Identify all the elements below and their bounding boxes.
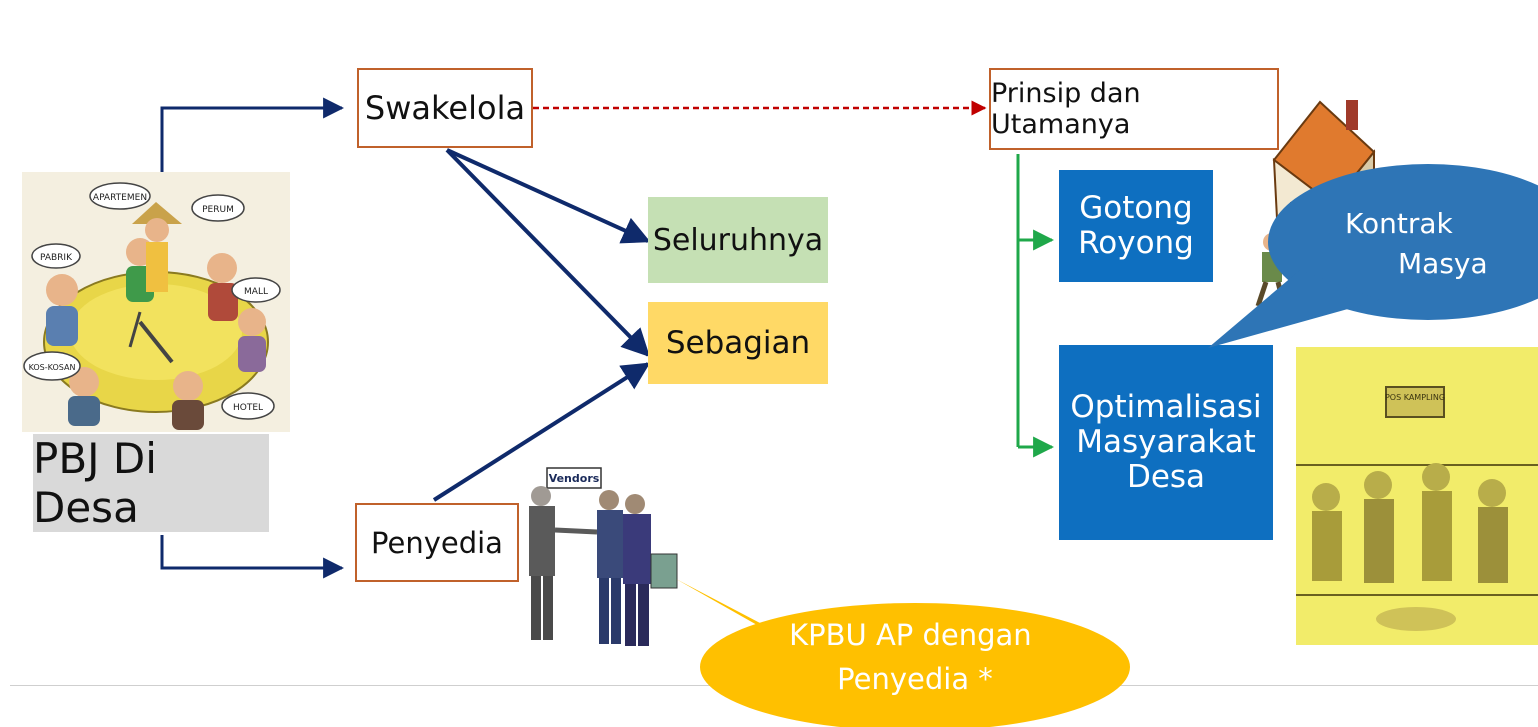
bubble-pabrik: PABRIK [40,253,73,263]
village-meeting-illustration: APARTEMEN PERUM PABRIK MALL KOS-KOSAN HO… [22,172,290,432]
bubble-mall: MALL [244,287,268,297]
node-swakelola[interactable]: Swakelola [357,68,533,148]
node-seluruhnya[interactable]: Seluruhnya [648,197,828,283]
callout-kpbu-line-1: KPBU AP dengan [789,618,1032,652]
callout-kpbu-line-2: Penyedia * [837,662,993,696]
vendors-sign-text: Vendors [549,472,600,485]
callout-kpbu: KPBU AP dengan Penyedia * [676,579,1130,727]
pos-kampling-illustration: POS KAMPLING [1296,347,1538,645]
node-sebagian[interactable]: Sebagian [648,302,828,384]
bubble-kos-kosan: KOS-KOSAN [29,363,76,372]
vendors-illustration: Vendors [529,467,678,646]
node-penyedia[interactable]: Penyedia [355,503,519,582]
arrow-root-to-penyedia [160,535,345,579]
node-gotong-royong[interactable]: Gotong Royong [1059,170,1213,282]
village-meeting-cartoon: APARTEMEN PERUM PABRIK MALL KOS-KOSAN HO… [22,172,290,432]
root-label-pbj-di-desa: PBJ Di Desa [33,434,269,532]
pos-kampling-sign: POS KAMPLING [1385,393,1445,402]
node-optimalisasi-masyarakat-desa[interactable]: Optimalisasi Masyarakat Desa [1059,345,1273,540]
arrow-swakelola-to-sebagian [445,148,650,357]
bubble-perum: PERUM [202,205,234,215]
callout-kontrak-line-1: Kontrak [1345,207,1453,240]
community-activity-poster: POS KAMPLING [1296,347,1538,645]
callout-kpbu-text: KPBU AP dengan Penyedia * [789,618,1041,696]
bubble-apartemen: APARTEMEN [93,193,147,203]
callout-kontrak-line-2: Masya [1398,247,1488,280]
arrow-swakelola-to-seluruhnya [446,148,651,244]
vendors-handshake-picture: Vendors [505,460,695,654]
arrow-root-to-swakelola [160,97,345,175]
bubble-hotel: HOTEL [233,403,263,413]
arrow-penyedia-to-sebagian [432,362,651,502]
node-prinsip-dan-utamanya[interactable]: Prinsip dan Utamanya [989,68,1279,150]
